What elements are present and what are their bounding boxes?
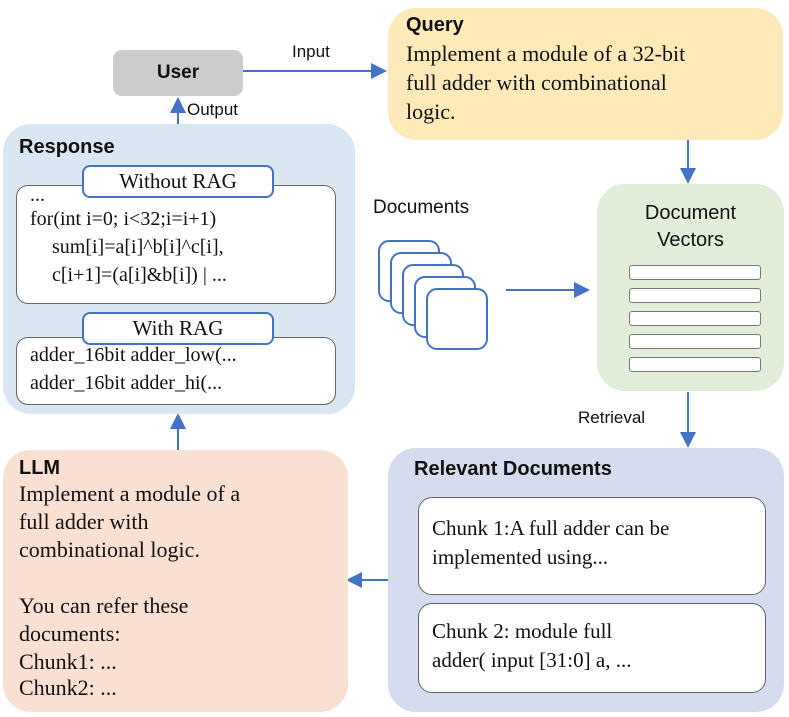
llm-text-line: full adder with bbox=[19, 509, 149, 534]
llm-text-line: Chunk2: ... bbox=[19, 675, 117, 700]
output-label: Output bbox=[187, 100, 239, 119]
query-text-line: logic. bbox=[406, 99, 456, 124]
query-text-line: full adder with combinational bbox=[406, 70, 667, 95]
chunk-1-box bbox=[418, 497, 766, 595]
without-rag-box bbox=[16, 185, 336, 304]
llm-text-line: documents: bbox=[19, 621, 121, 646]
llm-title: LLM bbox=[19, 457, 61, 479]
vector-bar bbox=[629, 357, 761, 372]
user-label: User bbox=[156, 62, 200, 83]
vector-bar bbox=[629, 334, 761, 349]
input-label: Input bbox=[292, 42, 330, 61]
vector-bar bbox=[629, 311, 761, 326]
llm-text-line: You can refer these bbox=[19, 593, 189, 618]
response-title: Response bbox=[19, 136, 115, 158]
vector-bar bbox=[629, 265, 761, 280]
vectors-title-line: Vectors bbox=[657, 229, 724, 251]
document-icon bbox=[426, 288, 488, 350]
query-panel: Query Implement a module of a 32-bit ful… bbox=[388, 8, 783, 140]
chunk-2-line: Chunk 2: module full bbox=[432, 619, 613, 643]
chunk-2-line: adder( input [31:0] a, ... bbox=[432, 648, 632, 672]
chunk-2-box bbox=[418, 603, 766, 693]
vectors-title-line: Document bbox=[644, 202, 737, 224]
without-rag-line: c[i+1]=(a[i]&b[i]) | ... bbox=[52, 264, 227, 286]
llm-text-line: Implement a module of a bbox=[19, 481, 241, 506]
with-rag-box bbox=[16, 337, 336, 405]
chunk-1-line: Chunk 1:A full adder can be bbox=[432, 516, 670, 540]
without-rag-line: ... bbox=[30, 184, 45, 206]
without-rag-line: sum[i]=a[i]^b[i]^c[i], bbox=[52, 236, 224, 258]
with-rag-line: adder_16bit adder_low(... bbox=[30, 344, 237, 366]
relevant-title: Relevant Documents bbox=[414, 458, 612, 480]
with-rag-line: adder_16bit adder_hi(... bbox=[30, 372, 223, 394]
without-rag-line: for(int i=0; i<32;i=i+1) bbox=[30, 208, 217, 230]
llm-text-line: combinational logic. bbox=[19, 537, 200, 562]
document-vectors-panel: Document Vectors bbox=[597, 184, 784, 391]
user-node: User bbox=[113, 50, 243, 96]
without-rag-tag: Without RAG bbox=[82, 165, 274, 198]
vector-bar bbox=[629, 288, 761, 303]
retrieval-label: Retrieval bbox=[578, 408, 646, 427]
llm-text-line: Chunk1: ... bbox=[19, 649, 117, 674]
llm-panel: LLM Implement a module of a full adder w… bbox=[3, 450, 348, 712]
with-rag-tag: With RAG bbox=[82, 312, 274, 345]
chunk-1-line: implemented using... bbox=[432, 545, 609, 569]
query-text-line: Implement a module of a 32-bit bbox=[406, 41, 686, 66]
query-title: Query bbox=[406, 14, 464, 36]
documents-label: Documents bbox=[373, 197, 470, 218]
